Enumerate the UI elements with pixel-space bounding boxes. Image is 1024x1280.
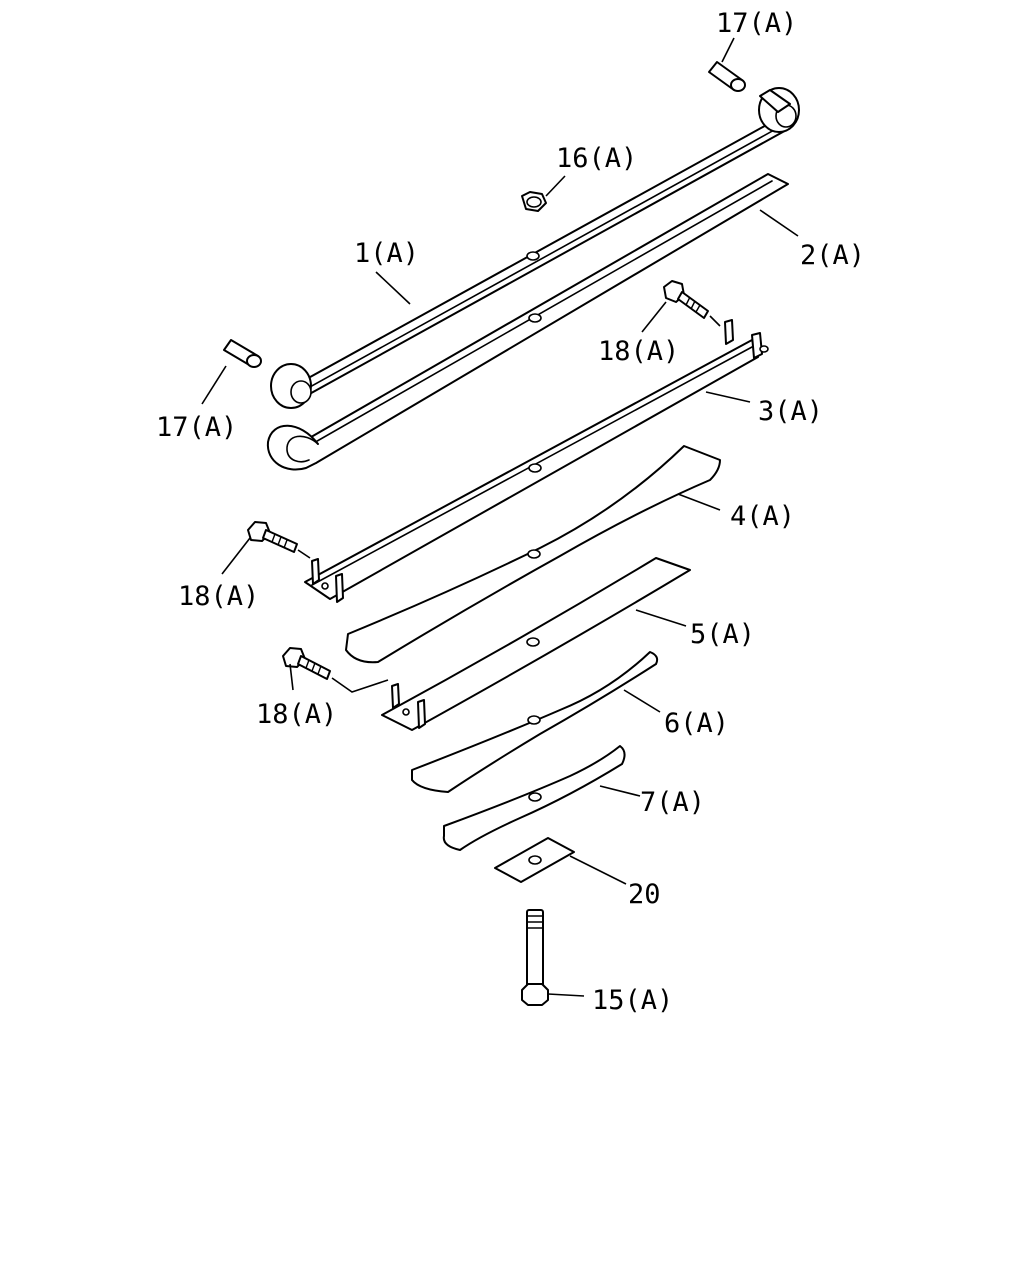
bolt-18a-top <box>663 280 721 327</box>
callout-6a: 6(A) <box>664 708 729 739</box>
bushing-17a-left <box>223 339 262 368</box>
leader-lines <box>201 37 799 997</box>
callout-18a-mid: 18(A) <box>178 581 259 612</box>
callout-7a: 7(A) <box>640 787 705 818</box>
callout-4a: 4(A) <box>730 501 795 532</box>
callout-15a: 15(A) <box>592 985 673 1016</box>
callout-3a: 3(A) <box>758 396 823 427</box>
second-leaf-2a <box>266 173 789 471</box>
center-bolt-15a <box>521 909 549 1006</box>
leaf-3a <box>304 319 769 603</box>
callout-18a-top: 18(A) <box>598 336 679 367</box>
leaf-7a <box>442 745 626 851</box>
leaf-5a <box>381 557 691 731</box>
callout-5a: 5(A) <box>690 619 755 650</box>
callout-16a: 16(A) <box>556 143 637 174</box>
main-leaf-1a <box>270 87 800 409</box>
bushing-17a-top <box>708 61 746 92</box>
callout-17a-top: 17(A) <box>716 8 797 39</box>
callout-17a-left: 17(A) <box>156 412 237 443</box>
callout-2a: 2(A) <box>800 240 865 271</box>
leaf-4a <box>345 445 721 664</box>
bolt-18a-low <box>282 647 389 693</box>
spacer-plate-20 <box>494 837 575 883</box>
callout-20: 20 <box>628 879 661 910</box>
leaf-6a <box>411 651 659 793</box>
callout-1a: 1(A) <box>354 238 419 269</box>
callout-labels: 17(A) 16(A) 1(A) 2(A) 18(A) 17(A) 3(A) 4… <box>156 8 865 1016</box>
nut-16a <box>521 191 547 212</box>
bolt-18a-mid <box>247 521 311 559</box>
callout-18a-low: 18(A) <box>256 699 337 730</box>
